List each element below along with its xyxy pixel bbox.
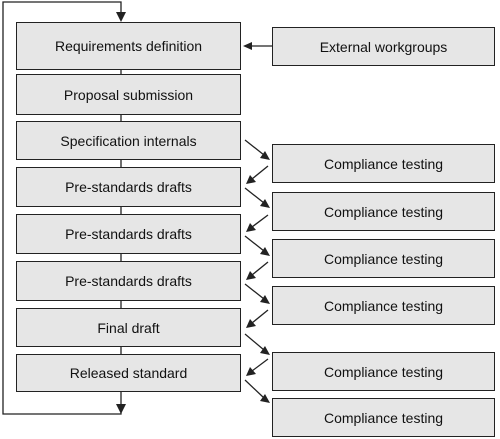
exit-arrowhead <box>116 404 126 414</box>
stage-label: Released standard <box>69 365 188 381</box>
outgoing-arrowhead <box>260 247 270 256</box>
stage-final-draft: Final draft <box>16 308 241 347</box>
incoming-arrow <box>251 261 269 276</box>
outgoing-arrow <box>244 139 265 156</box>
stage-label: Specification internals <box>60 132 197 149</box>
outgoing-arrow <box>244 379 265 399</box>
outgoing-arrowhead <box>260 346 270 355</box>
incoming-arrowhead <box>246 175 256 184</box>
compliance-label: Compliance testing <box>323 409 444 426</box>
incoming-arrowhead <box>246 271 256 280</box>
stage-pre-standards-drafts-1: Pre-standards drafts <box>16 167 241 207</box>
incoming-arrow <box>251 214 269 228</box>
incoming-arrowhead <box>246 367 256 376</box>
stage-pre-standards-drafts-2: Pre-standards drafts <box>16 214 241 254</box>
stage-label: Pre-standards drafts <box>65 273 192 289</box>
stage-label: Proposal submission <box>63 86 194 103</box>
compliance-testing-box-1: Compliance testing <box>272 144 495 183</box>
compliance-testing-box-3: Compliance testing <box>272 239 495 278</box>
feedback-loop-arrowhead <box>116 12 126 22</box>
outgoing-arrowhead <box>260 151 270 160</box>
compliance-testing-box-2: Compliance testing <box>272 192 495 231</box>
outgoing-arrowhead <box>260 199 270 208</box>
incoming-arrow <box>251 358 269 372</box>
compliance-testing-box-5: Compliance testing <box>272 352 495 391</box>
external-label: External workgroups <box>319 38 448 55</box>
external-workgroups-box: External workgroups <box>272 27 495 66</box>
stage-proposal-submission: Proposal submission <box>16 74 241 115</box>
compliance-testing-box-4: Compliance testing <box>272 286 495 325</box>
incoming-arrowhead <box>246 223 256 232</box>
stage-label: Requirements definition <box>54 38 203 54</box>
incoming-arrow <box>251 165 269 180</box>
stage-specification-internals: Specification internals <box>16 121 241 160</box>
compliance-label: Compliance testing <box>323 363 444 380</box>
compliance-label: Compliance testing <box>323 250 444 267</box>
outgoing-arrow <box>244 283 265 300</box>
external-arrowhead <box>243 42 252 50</box>
outgoing-arrowhead <box>260 394 270 403</box>
outgoing-arrow <box>244 333 265 351</box>
outgoing-arrow <box>244 235 265 252</box>
stage-label: Final draft <box>97 319 160 336</box>
stage-released-standard: Released standard <box>16 354 241 392</box>
compliance-label: Compliance testing <box>323 297 444 314</box>
stage-pre-standards-drafts-3: Pre-standards drafts <box>16 261 241 301</box>
compliance-label: Compliance testing <box>323 203 444 220</box>
incoming-arrowhead <box>246 319 256 328</box>
incoming-arrow <box>251 309 269 324</box>
outgoing-arrow <box>244 187 265 204</box>
outgoing-arrowhead <box>260 295 270 304</box>
stage-label: Pre-standards drafts <box>65 226 192 242</box>
stage-requirements-definition: Requirements definition <box>16 22 241 70</box>
stage-label: Pre-standards drafts <box>65 179 192 195</box>
compliance-label: Compliance testing <box>323 155 444 172</box>
compliance-testing-box-6: Compliance testing <box>272 398 495 437</box>
